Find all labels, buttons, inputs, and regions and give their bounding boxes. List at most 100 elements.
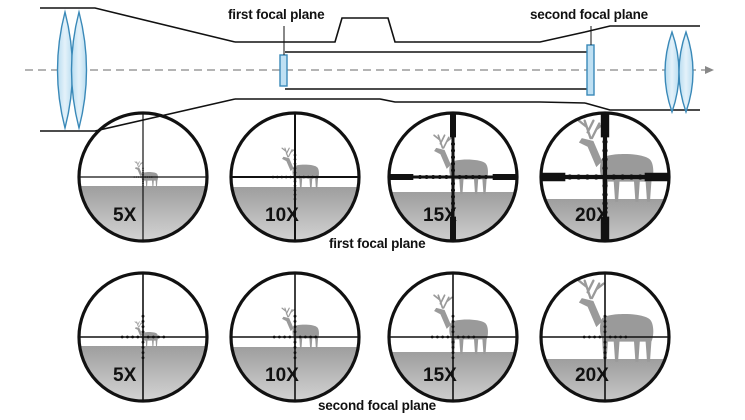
mil-dot (314, 335, 318, 339)
mil-dot (152, 335, 155, 339)
mil-dot (637, 174, 643, 180)
main-tube-bottom (235, 98, 586, 104)
mil-dot (418, 175, 422, 179)
mil-dot (148, 176, 151, 178)
eyepiece-lens-2 (678, 29, 694, 115)
mil-dot (446, 335, 450, 339)
mil-dot (451, 201, 455, 206)
reticle-view-ffp-20x: 20X (539, 111, 671, 243)
mil-dot (451, 168, 455, 173)
deer-silhouette (577, 279, 654, 362)
mil-dot (162, 335, 166, 339)
mil-dot (302, 175, 306, 179)
mil-dot (602, 130, 608, 136)
objective-lens-2 (70, 9, 88, 131)
scope-second-focal-plane-label: second focal plane (530, 7, 648, 22)
mil-dot (619, 335, 622, 339)
mil-dot (451, 346, 455, 349)
mil-dot (451, 314, 455, 318)
mil-dot (462, 335, 465, 339)
deer-silhouette (281, 307, 319, 349)
mil-dot (614, 335, 617, 339)
mil-dot (293, 325, 297, 328)
mil-dot (293, 193, 297, 196)
mil-dot (293, 184, 297, 188)
mil-dot (444, 175, 449, 179)
mil-dot (598, 335, 602, 339)
first-focal-plane-reticle (279, 54, 288, 87)
mil-dot (472, 335, 476, 339)
mil-dot (451, 320, 455, 323)
eyepiece (584, 25, 700, 111)
mil-dot (141, 346, 145, 349)
mil-dot (602, 218, 608, 224)
mil-dot (141, 351, 145, 354)
second-focal-plane-reticle (586, 44, 595, 96)
crosshair (542, 274, 668, 400)
mil-dot (142, 171, 144, 174)
mil-dot (576, 174, 582, 180)
mil-dot (602, 200, 608, 206)
mil-dot (602, 139, 608, 145)
crosshair (80, 114, 206, 240)
mil-dot (567, 174, 573, 180)
scope-ring (387, 111, 519, 243)
deer-silhouette (134, 321, 158, 347)
mil-dot (309, 335, 312, 339)
crosshair (390, 114, 516, 240)
magnification-label: 15X (423, 205, 457, 226)
mil-dot (602, 165, 608, 171)
mil-dot (271, 175, 275, 179)
mil-dot (293, 197, 297, 201)
deer-silhouette (281, 147, 319, 189)
mil-dot (603, 340, 607, 344)
eyepiece-lens-1 (664, 29, 680, 115)
mil-dot (146, 335, 150, 339)
mil-dot (603, 330, 607, 334)
mil-dot (304, 335, 307, 339)
mil-dot (451, 351, 455, 354)
mil-dot (451, 356, 455, 360)
mil-dot (135, 176, 138, 178)
deer-silhouette (134, 161, 158, 187)
mil-dot (280, 175, 284, 179)
mil-dot (151, 176, 153, 178)
mil-dot (584, 174, 591, 180)
crosshair (232, 274, 358, 400)
mil-dot (451, 330, 455, 334)
mil-dot (142, 182, 144, 185)
mil-dot (608, 335, 612, 339)
deer-silhouette (433, 294, 488, 355)
mil-dot (582, 335, 586, 339)
mil-dot (441, 335, 444, 339)
mil-dot (593, 335, 596, 339)
magnification-label: 20X (575, 205, 609, 226)
mil-dot (293, 330, 297, 334)
mil-dot (293, 166, 297, 170)
mil-dot (646, 174, 652, 180)
scope-ring (229, 271, 361, 403)
mil-dot (311, 175, 314, 179)
mil-dot (602, 183, 608, 189)
mil-dot (126, 335, 129, 339)
mil-dot (298, 335, 302, 339)
mil-dot (451, 194, 455, 199)
mil-dot (293, 351, 297, 354)
mil-dot (293, 346, 297, 349)
mil-dot (142, 178, 144, 180)
scope-ring (387, 271, 519, 403)
mil-dot (424, 175, 429, 179)
axis-arrow-icon (705, 66, 714, 74)
mil-dot (141, 340, 145, 344)
scope-ring (77, 111, 209, 243)
mil-dot (278, 335, 281, 339)
mil-dot (431, 175, 436, 179)
optical-axis (25, 66, 714, 74)
mil-dot (464, 175, 469, 179)
mil-dot (620, 174, 626, 180)
mil-dot (603, 356, 607, 360)
magnification-label: 10X (265, 205, 299, 226)
objective-lens-1 (56, 9, 74, 131)
mil-dot (451, 340, 455, 344)
